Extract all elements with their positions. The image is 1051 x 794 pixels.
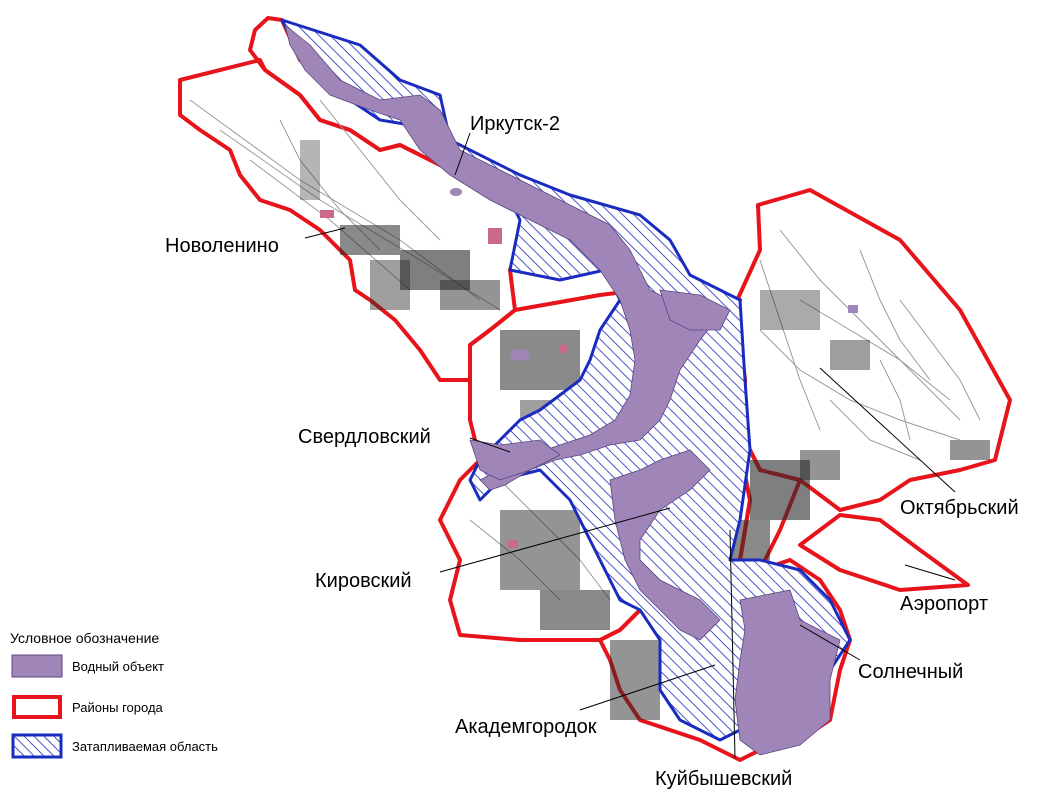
legend-label-water: Водный объект: [72, 659, 164, 674]
legend-label-district-border: Районы города: [72, 700, 164, 715]
legend-label-flood-zone: Затапливаемая область: [72, 739, 218, 754]
leader-solnechny: [799, 624, 861, 661]
parks: [320, 210, 568, 548]
district-labels: Иркутск-2 Новоленино Свердловский Октябр…: [165, 113, 1019, 790]
water-bodies: [284, 23, 841, 756]
legend-swatch-district-border: [12, 695, 62, 719]
label-kirovsky: Кировский: [315, 570, 412, 592]
label-solnechny: Солнечный: [858, 661, 963, 683]
angara-river: [284, 23, 721, 491]
label-akademgorodok: Академгородок: [455, 716, 597, 738]
label-oktyabrsky: Октябрьский: [900, 497, 1019, 519]
leader-aeroport: [904, 564, 956, 581]
reservoir: [734, 589, 841, 756]
label-irkutsk2: Иркутск-2: [470, 113, 560, 135]
leader-oktyabrsky: [819, 367, 956, 493]
leader-irkutsk2: [454, 132, 471, 176]
leader-kuibyshev: [729, 529, 736, 759]
leader-kirovsky: [439, 507, 671, 573]
legend-swatch-water: [11, 654, 63, 678]
river-arm-east: [659, 289, 731, 331]
label-novolenino: Новоленино: [165, 235, 279, 257]
label-kuibyshev: Куйбышевский: [655, 768, 792, 790]
legend-swatch-flood-zone: [11, 733, 63, 759]
small-lakes: [450, 188, 858, 361]
river-channel-south: [609, 449, 721, 641]
map-legend: Условное обозначение Водный объект Район…: [10, 630, 218, 759]
district-border-aeroport: [798, 513, 970, 592]
irkut-river: [469, 439, 561, 481]
leader-lines: [304, 132, 956, 759]
leader-novolenino: [304, 227, 346, 239]
leader-akademgorodok: [579, 664, 716, 711]
label-sverdlovsky: Свердловский: [298, 426, 431, 448]
label-aeroport: Аэропорт: [900, 593, 988, 615]
legend-title: Условное обозначение: [10, 630, 159, 646]
leader-sverdlovsky: [469, 437, 511, 453]
